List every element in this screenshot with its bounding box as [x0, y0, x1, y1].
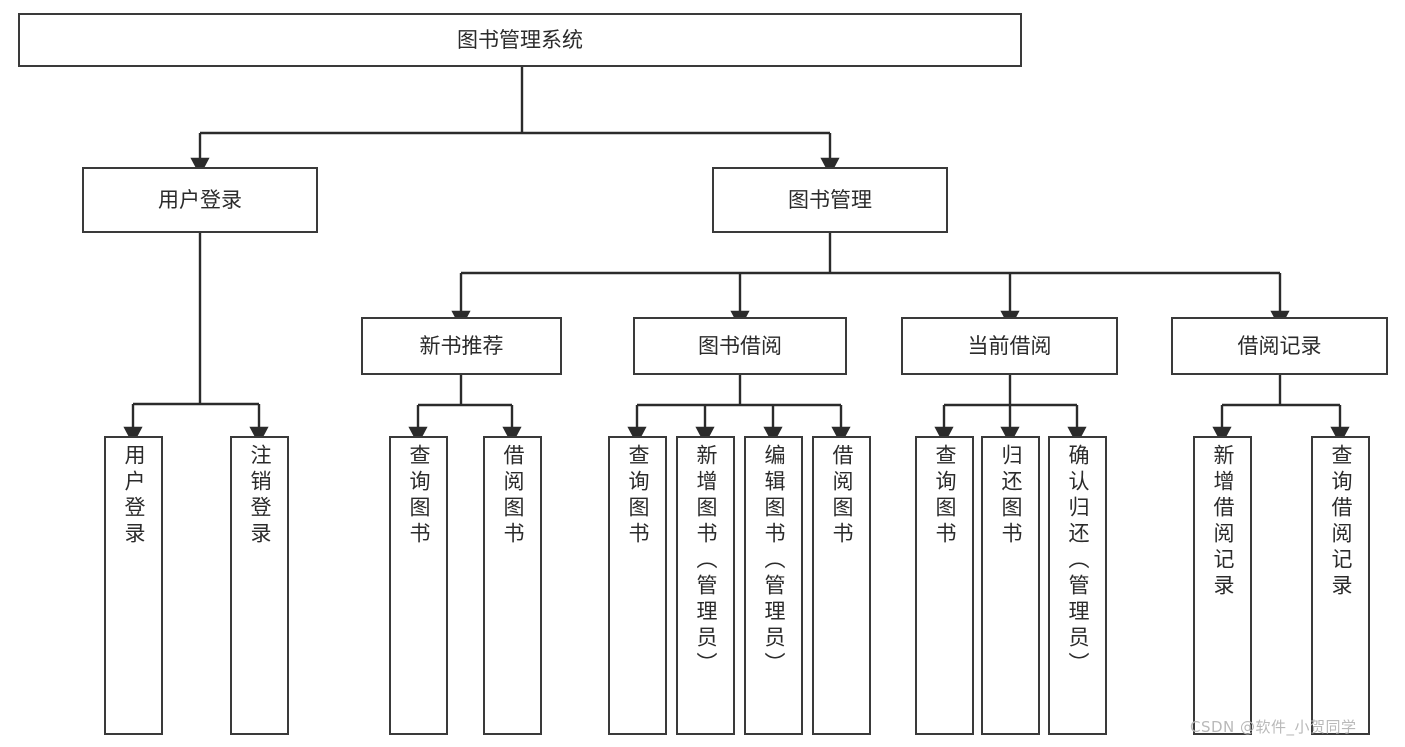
node-leaf-query-book-borrow[interactable]: 查询图书 [608, 436, 667, 735]
node-label: 借阅记录 [1237, 333, 1322, 358]
node-book-borrow[interactable]: 图书借阅 [633, 317, 847, 375]
node-label: 借阅图书 [830, 444, 854, 548]
node-root-book-management-system[interactable]: 图书管理系统 [18, 13, 1022, 67]
node-label: 当前借阅 [967, 333, 1052, 358]
node-leaf-add-book-admin[interactable]: 新增图书（管理员） [676, 436, 735, 735]
node-label: 图书管理系统 [457, 27, 583, 52]
node-current-borrow[interactable]: 当前借阅 [901, 317, 1118, 375]
node-borrow-record[interactable]: 借阅记录 [1171, 317, 1388, 375]
node-user-login[interactable]: 用户登录 [82, 167, 318, 233]
node-leaf-edit-book-admin[interactable]: 编辑图书（管理员） [744, 436, 803, 735]
node-label: 用户登录 [158, 187, 242, 212]
node-label: 新书推荐 [419, 333, 504, 358]
node-label: 编辑图书（管理员） [762, 444, 786, 678]
node-leaf-add-borrow-record[interactable]: 新增借阅记录 [1193, 436, 1252, 735]
node-label: 用户登录 [122, 444, 146, 548]
node-leaf-confirm-return-admin[interactable]: 确认归还（管理员） [1048, 436, 1107, 735]
node-label: 图书借阅 [698, 333, 782, 358]
csdn-watermark: CSDN @软件_小贺同学 [1190, 718, 1357, 736]
node-leaf-return-book[interactable]: 归还图书 [981, 436, 1040, 735]
node-new-book-recommend[interactable]: 新书推荐 [361, 317, 562, 375]
node-leaf-query-borrow-record[interactable]: 查询借阅记录 [1311, 436, 1370, 735]
node-label: 查询图书 [626, 444, 650, 548]
node-book-management[interactable]: 图书管理 [712, 167, 948, 233]
node-leaf-borrow-book-recommend[interactable]: 借阅图书 [483, 436, 542, 735]
node-label: 图书管理 [788, 187, 872, 212]
node-leaf-logout[interactable]: 注销登录 [230, 436, 289, 735]
node-label: 查询图书 [407, 444, 431, 548]
node-leaf-user-login[interactable]: 用户登录 [104, 436, 163, 735]
node-label: 注销登录 [248, 444, 272, 548]
node-leaf-query-book-current[interactable]: 查询图书 [915, 436, 974, 735]
node-label: 归还图书 [999, 444, 1023, 548]
node-label: 查询图书 [933, 444, 957, 548]
node-label: 新增图书（管理员） [694, 444, 718, 678]
node-label: 借阅图书 [501, 444, 525, 548]
node-leaf-query-book-recommend[interactable]: 查询图书 [389, 436, 448, 735]
node-label: 确认归还（管理员） [1066, 444, 1090, 678]
node-leaf-borrow-book[interactable]: 借阅图书 [812, 436, 871, 735]
node-label: 新增借阅记录 [1211, 444, 1235, 600]
node-label: 查询借阅记录 [1329, 444, 1353, 600]
